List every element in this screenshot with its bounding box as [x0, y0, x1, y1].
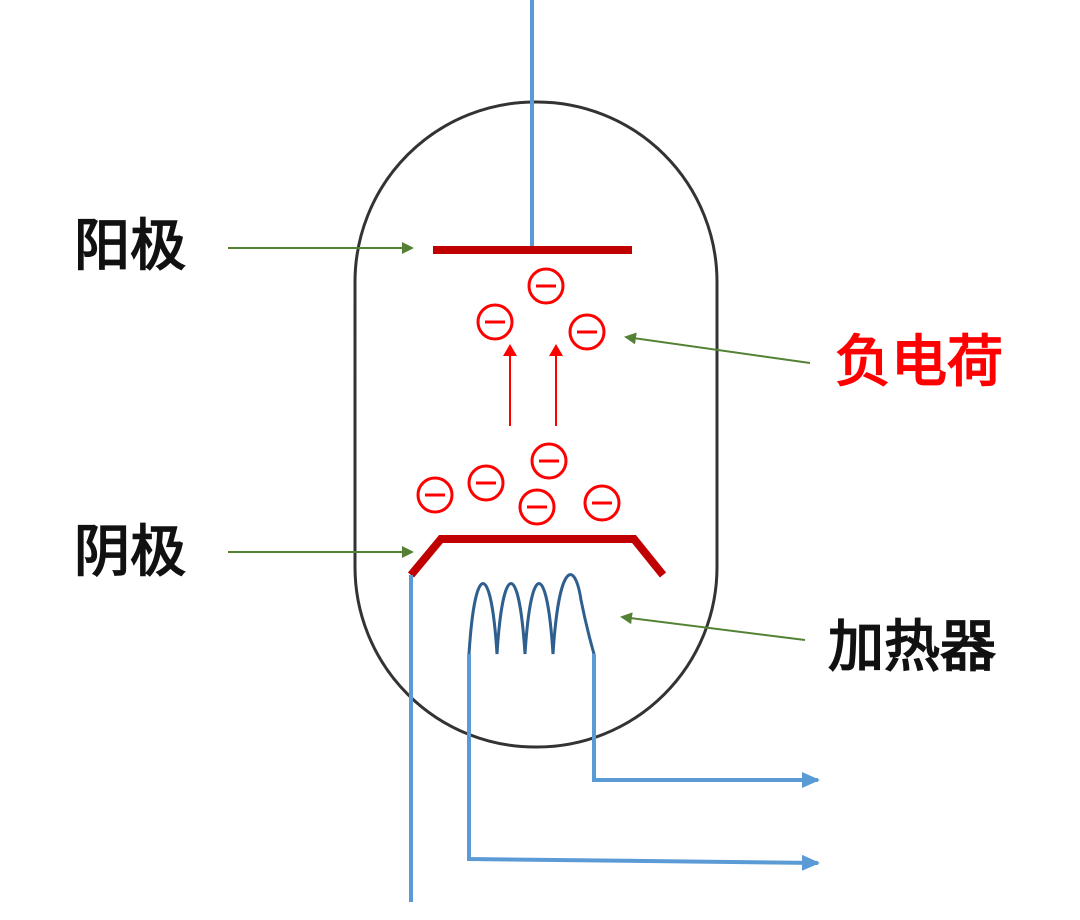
electron [527, 267, 565, 305]
electron [583, 484, 621, 522]
heater-filament [467, 573, 596, 655]
heater-lead-wire-1 [592, 654, 820, 788]
heater-label: 加热器 [828, 615, 996, 680]
cathode-plate [407, 535, 667, 578]
electron [467, 464, 505, 502]
electron [518, 488, 556, 526]
cathode-label: 阴极 [74, 520, 186, 585]
tube-envelope [353, 100, 719, 749]
electron [568, 313, 606, 351]
negative-charge-label: 负电荷 [835, 330, 1003, 395]
anode-label: 阳极 [74, 214, 186, 279]
negative-charge-pointer-arrow [624, 332, 811, 364]
heater-pointer-arrow [620, 612, 806, 641]
heater-lead-wire-2 [467, 654, 820, 871]
electron [416, 476, 454, 514]
electron [476, 303, 514, 341]
electron [530, 442, 568, 480]
